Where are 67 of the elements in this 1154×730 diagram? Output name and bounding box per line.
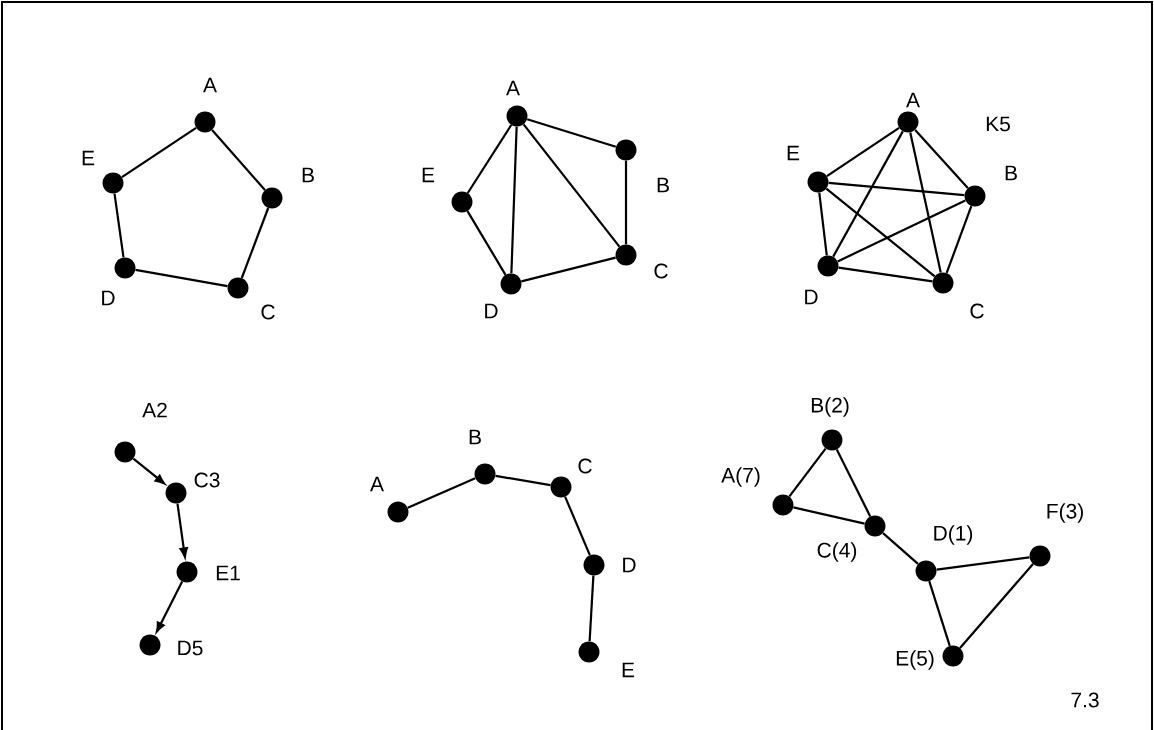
node-label: E1 <box>216 565 240 581</box>
edge-line <box>882 532 919 565</box>
node-label: E(5) <box>896 650 934 670</box>
node-label: B <box>1005 165 1017 181</box>
arrow <box>155 581 184 633</box>
node-label: C <box>578 458 592 474</box>
node-label: B <box>302 167 314 183</box>
node-label: D(1) <box>934 525 973 545</box>
edge-line <box>113 193 125 258</box>
node-label: C <box>970 303 984 319</box>
edge-line <box>495 474 551 487</box>
edge-line <box>828 181 965 197</box>
node-label: A <box>506 80 520 96</box>
node-label: E <box>622 662 635 678</box>
edge-line <box>838 266 933 283</box>
node-label: E <box>787 145 800 161</box>
node-label: C <box>654 263 668 279</box>
edge-line <box>945 205 973 274</box>
edge-line <box>588 575 595 642</box>
node-label: B <box>469 429 481 445</box>
node-label: C <box>261 304 275 320</box>
edge-line <box>909 132 942 273</box>
node-label: D <box>102 290 115 306</box>
node-label: A <box>906 92 920 108</box>
edge-line <box>818 192 828 256</box>
node-label: B <box>657 177 669 193</box>
node-label: E <box>422 167 435 183</box>
node-label: D <box>623 557 636 573</box>
edge-line <box>826 127 900 177</box>
node-label: A <box>370 476 384 492</box>
edge-line <box>526 118 617 148</box>
node-label: F(3) <box>1047 503 1083 523</box>
node-label: E <box>82 150 95 166</box>
node-label: D <box>485 303 498 319</box>
edge-line <box>466 210 507 276</box>
edge-line <box>521 256 616 283</box>
edge-line <box>825 187 936 278</box>
edge-line <box>564 496 591 556</box>
edge-line <box>835 449 872 517</box>
arrow <box>132 457 166 485</box>
edge-line <box>936 556 1030 571</box>
edge-line <box>121 127 197 178</box>
edge-line <box>788 447 827 498</box>
edge-line <box>240 207 270 279</box>
figure-label: 7.3 <box>1071 692 1099 708</box>
node-label: B(2) <box>811 397 849 417</box>
edge-line <box>832 130 904 258</box>
edge-line <box>466 124 513 194</box>
figure-label: K5 <box>986 116 1010 132</box>
edge-line <box>959 563 1034 649</box>
node-label: D <box>805 289 818 305</box>
edge-line <box>793 506 865 525</box>
edge-line <box>914 129 969 189</box>
node-label: C3 <box>194 472 220 488</box>
edge-line <box>928 580 951 647</box>
edge-line <box>624 160 628 245</box>
edge-line <box>211 129 266 191</box>
node-label: A(7) <box>721 467 760 487</box>
node-label: C(4) <box>817 542 857 562</box>
edge-line <box>510 126 518 274</box>
edge-line <box>407 477 476 509</box>
node-label: A2 <box>142 402 167 418</box>
edge-line <box>837 199 966 263</box>
node-label: A <box>203 77 217 93</box>
edge-line <box>522 123 621 248</box>
edge-line <box>135 268 228 288</box>
node-label: D5 <box>178 640 203 656</box>
